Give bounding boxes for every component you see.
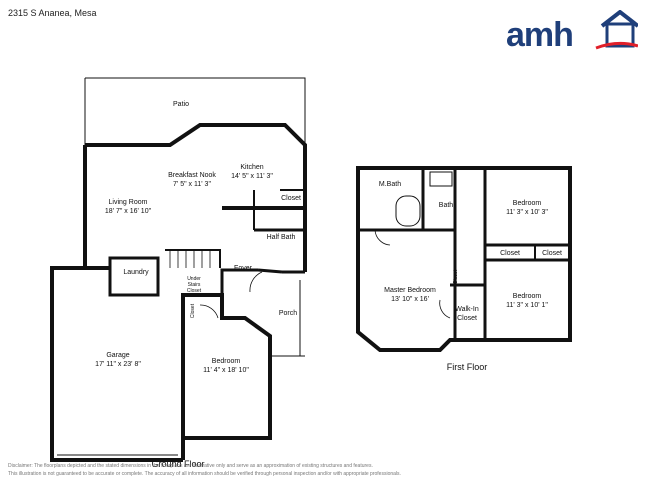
ground-floor-title: Ground Floor (151, 459, 205, 469)
room-dims: 13' 10" x 16' (391, 296, 429, 303)
room-name: Under Stairs Closet (186, 276, 202, 294)
room-kitchen: Kitchen 14' 5" x 11' 3" (231, 163, 273, 181)
room-dims: 17' 11" x 23' 8" (95, 361, 141, 368)
disclaimer-line-1: Disclaimer: The floorplans depicted and … (8, 463, 373, 469)
room-name: Master Bedroom (384, 287, 436, 294)
room-name: Bedroom (512, 293, 542, 300)
room-master-bath: M.Bath (379, 180, 401, 189)
room-under-stairs-closet: Under Stairs Closet (183, 276, 205, 294)
room-dims: 11' 3" x 10' 1" (506, 302, 548, 309)
room-name: Breakfast Nook (168, 172, 216, 179)
logo-text: amh (506, 16, 574, 54)
room-bath: Bath (439, 201, 453, 210)
room-dims: 11' 3" x 10' 3" (506, 209, 548, 216)
room-dims: 7' 5" x 11' 3" (173, 181, 211, 188)
room-name: Closet (281, 195, 301, 202)
room-name: Bath (438, 202, 454, 209)
room-name: Garage (106, 352, 130, 359)
room-dims: 14' 5" x 11' 3" (231, 173, 273, 180)
first-floor-title: First Floor (446, 362, 488, 372)
room-half-bath: Half Bath (267, 233, 296, 242)
room-dims: 18' 7" x 16' 10" (104, 208, 152, 215)
room-closet-kitchen: Closet (281, 194, 301, 203)
room-name: M.Bath (378, 181, 402, 188)
room-name: Kitchen (240, 164, 264, 171)
room-name: Porch (278, 310, 298, 317)
room-closet-bedroom: Closet (190, 304, 196, 318)
amh-logo: amh (506, 10, 638, 52)
room-bedroom-ground: Bedroom 11' 4" x 18' 10" (203, 357, 249, 375)
disclaimer-line-2: This illustration is not guaranteed to b… (8, 471, 401, 477)
room-name: Bedroom (512, 200, 542, 207)
room-name: Closet (500, 250, 520, 257)
room-living-room: Living Room 18' 7" x 16' 10" (105, 198, 151, 216)
room-name: Closet (453, 269, 459, 285)
room-porch: Porch (279, 309, 297, 318)
room-name: Laundry (123, 269, 149, 276)
room-dims: 11' 4" x 18' 10" (203, 367, 249, 374)
room-name: Half Bath (266, 234, 296, 241)
room-garage: Garage 17' 11" x 23' 8" (95, 351, 141, 369)
room-closet-upper-3: Closet (453, 270, 459, 284)
room-bedroom-upper-1: Bedroom 11' 3" x 10' 3" (506, 199, 548, 217)
room-breakfast-nook: Breakfast Nook 7' 5" x 11' 3" (168, 171, 216, 189)
room-name: Walk-In Closet (455, 306, 479, 322)
room-name: Bedroom (211, 358, 241, 365)
room-master-bedroom: Master Bedroom 13' 10" x 16' (384, 286, 436, 304)
room-laundry: Laundry (123, 268, 148, 277)
room-closet-upper-2: Closet (542, 249, 562, 258)
room-closet-upper-1: Closet (500, 249, 520, 258)
room-patio: Patio (173, 100, 189, 109)
room-bedroom-upper-2: Bedroom 11' 3" x 10' 1" (506, 292, 548, 310)
logo-house-icon (595, 10, 638, 50)
room-foyer: Foyer (234, 264, 252, 273)
room-name: Closet (190, 303, 196, 319)
room-name: Foyer (234, 265, 252, 272)
room-name: Living Room (108, 199, 148, 206)
property-address: 2315 S Ananea, Mesa (8, 8, 97, 18)
room-name: Patio (173, 101, 189, 108)
disclaimer: Disclaimer: The floorplans depicted and … (8, 462, 648, 478)
first-floor-walls (356, 166, 572, 352)
room-walk-in-closet: Walk-In Closet (452, 305, 482, 323)
room-name: Closet (542, 250, 562, 257)
ground-floor-walls (50, 77, 307, 462)
